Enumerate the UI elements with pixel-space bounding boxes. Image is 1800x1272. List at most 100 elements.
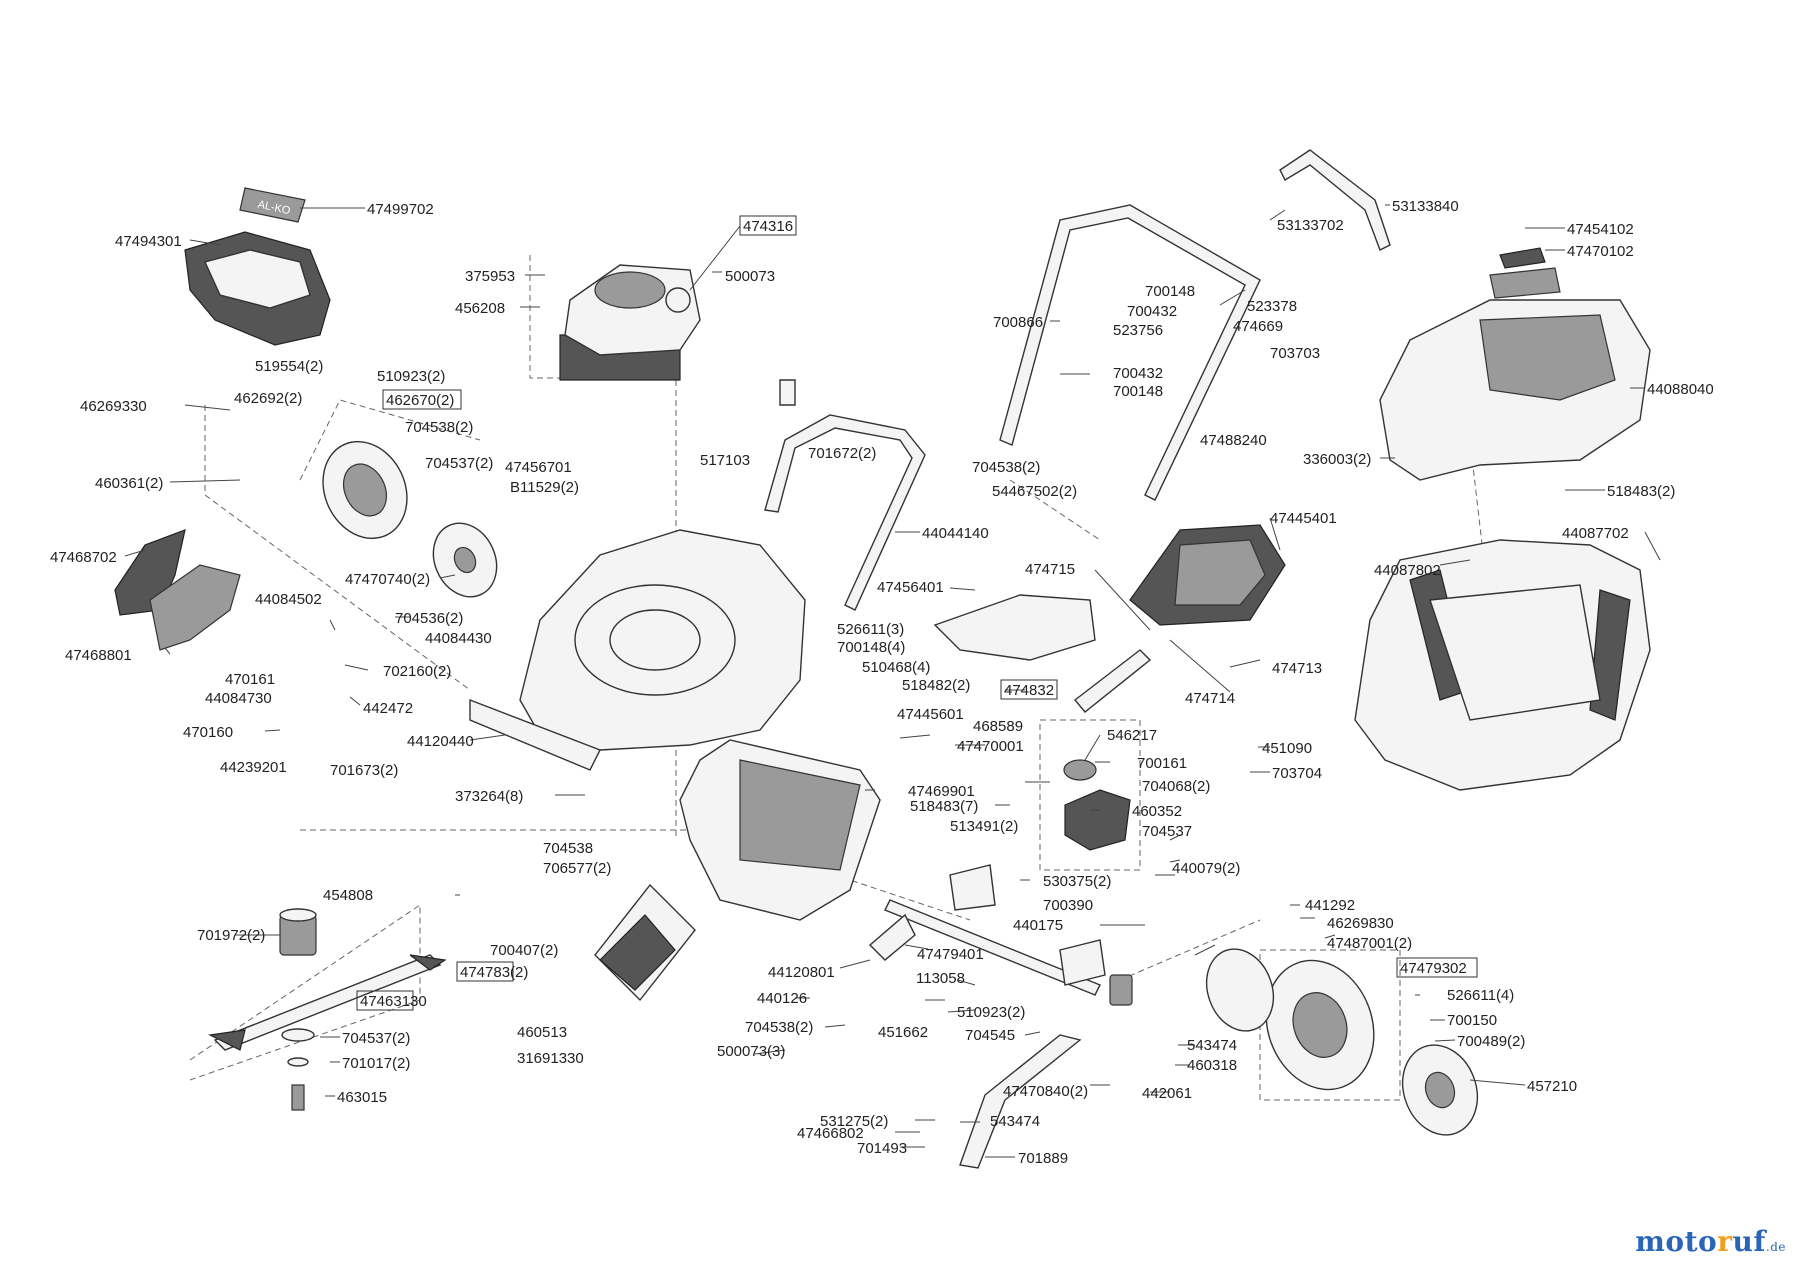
height-lever xyxy=(959,1034,1082,1169)
part-label: 523756 xyxy=(1113,322,1163,339)
side-flap xyxy=(114,529,241,651)
part-label: 474714 xyxy=(1185,690,1235,707)
part-label: 113058 xyxy=(916,970,965,987)
upper-handle xyxy=(999,149,1391,501)
part-label: 470161 xyxy=(225,671,275,688)
part-label: 700432 xyxy=(1113,365,1163,382)
part-label: 704537(2) xyxy=(342,1030,410,1047)
part-label: 44084430 xyxy=(425,630,492,647)
part-label: 700407(2) xyxy=(490,942,558,959)
part-label: 451662 xyxy=(878,1024,928,1041)
part-label: 47470001 xyxy=(957,738,1024,755)
part-label: 701493 xyxy=(857,1140,907,1157)
part-label: 468589 xyxy=(973,718,1023,735)
part-label: 47479302 xyxy=(1400,960,1467,977)
mulch-flap xyxy=(594,883,696,1002)
part-label: 47499702 xyxy=(367,201,434,218)
part-label: 440175 xyxy=(1013,917,1063,934)
part-label: 442061 xyxy=(1142,1085,1192,1102)
part-label: 523378 xyxy=(1247,298,1297,315)
part-label: 47466802 xyxy=(797,1125,864,1142)
part-label: 704538(2) xyxy=(972,459,1040,476)
part-label: 701017(2) xyxy=(342,1055,410,1072)
blade-washer xyxy=(281,1028,315,1111)
part-label: 47470740(2) xyxy=(345,571,430,588)
part-label: 451090 xyxy=(1262,740,1312,757)
part-label: 44087802 xyxy=(1374,562,1441,579)
part-label: 704538(2) xyxy=(745,1019,813,1036)
part-label: 474316 xyxy=(743,218,793,235)
part-label: 500073 xyxy=(725,268,775,285)
part-label: 47470102 xyxy=(1567,243,1634,260)
part-label: 706577(2) xyxy=(543,860,611,877)
part-label: 701672(2) xyxy=(808,445,876,462)
part-label-box xyxy=(1000,679,1058,700)
part-label: 700390 xyxy=(1043,897,1093,914)
part-label: 700432 xyxy=(1127,303,1177,320)
part-label: 513491(2) xyxy=(950,818,1018,835)
part-label: 543474 xyxy=(1187,1037,1237,1054)
hub-cap-left xyxy=(432,522,498,598)
mulch-insert-frame xyxy=(1129,524,1286,626)
part-label: 47468801 xyxy=(65,647,132,664)
part-label: 47445601 xyxy=(897,706,964,723)
part-label: 526611(3) xyxy=(837,621,904,638)
axle-bracket xyxy=(949,864,1106,986)
part-label: 454808 xyxy=(323,887,373,904)
part-label: 44044140 xyxy=(922,525,989,542)
discharge-chute xyxy=(679,739,881,921)
part-label: 474713 xyxy=(1272,660,1322,677)
part-label: 463015 xyxy=(337,1089,387,1106)
part-label: 700866 xyxy=(993,314,1043,331)
part-label: 474715 xyxy=(1025,561,1075,578)
part-label: 701889 xyxy=(1018,1150,1068,1167)
part-label: 700161 xyxy=(1137,755,1187,772)
part-label: 456208 xyxy=(455,300,505,317)
mower-deck xyxy=(469,529,806,771)
part-label-box xyxy=(382,389,462,410)
part-label: 517103 xyxy=(700,452,750,469)
part-label: 700148 xyxy=(1113,383,1163,400)
part-label: 44120801 xyxy=(768,964,835,981)
part-label: 47454102 xyxy=(1567,221,1634,238)
drive-belt xyxy=(1073,649,1152,713)
mulch-plug xyxy=(933,594,1096,661)
grass-catcher-bag xyxy=(1354,539,1651,791)
part-label: 44239201 xyxy=(220,759,287,776)
part-label: 460318 xyxy=(1187,1057,1237,1074)
part-label: 704538(2) xyxy=(405,419,473,436)
part-label: 460361(2) xyxy=(95,475,163,492)
part-label: 47488240 xyxy=(1200,432,1267,449)
part-label: 373264(8) xyxy=(455,788,523,805)
part-label: 44084730 xyxy=(205,690,272,707)
part-label: 704545 xyxy=(965,1027,1015,1044)
part-label: 375953 xyxy=(465,268,515,285)
part-label: 53133702 xyxy=(1277,217,1344,234)
part-labels: 47499702 47494301 474316 375953 500073 4… xyxy=(50,198,1714,1167)
part-label: 703704 xyxy=(1272,765,1322,782)
part-label: 336003(2) xyxy=(1303,451,1371,468)
part-label: 47463130 xyxy=(360,993,427,1010)
rear-wheel-left xyxy=(322,440,408,540)
part-label: 47479401 xyxy=(917,946,984,963)
part-label: 46269330 xyxy=(80,398,147,415)
part-label: 704068(2) xyxy=(1142,778,1210,795)
part-label: 704538 xyxy=(543,840,593,857)
part-label: 510923(2) xyxy=(377,368,445,385)
part-label: 474783(2) xyxy=(460,964,528,981)
cutting-blade xyxy=(208,954,447,1051)
part-label: 526611(4) xyxy=(1447,987,1514,1004)
motoruf-watermark: motoruf.de xyxy=(1635,1225,1786,1258)
part-label: 702160(2) xyxy=(383,663,451,680)
part-label: 44088040 xyxy=(1647,381,1714,398)
lower-handle xyxy=(764,379,926,611)
part-label: 700148(4) xyxy=(837,639,905,656)
part-label: 47445401 xyxy=(1270,510,1337,527)
part-label: 700150 xyxy=(1447,1012,1497,1029)
part-label: B11529(2) xyxy=(510,479,579,496)
part-label: 47470840(2) xyxy=(1003,1083,1088,1100)
part-label: 700489(2) xyxy=(1457,1033,1525,1050)
watermark-part3: uf xyxy=(1732,1225,1766,1258)
part-label: 460513 xyxy=(517,1024,567,1041)
